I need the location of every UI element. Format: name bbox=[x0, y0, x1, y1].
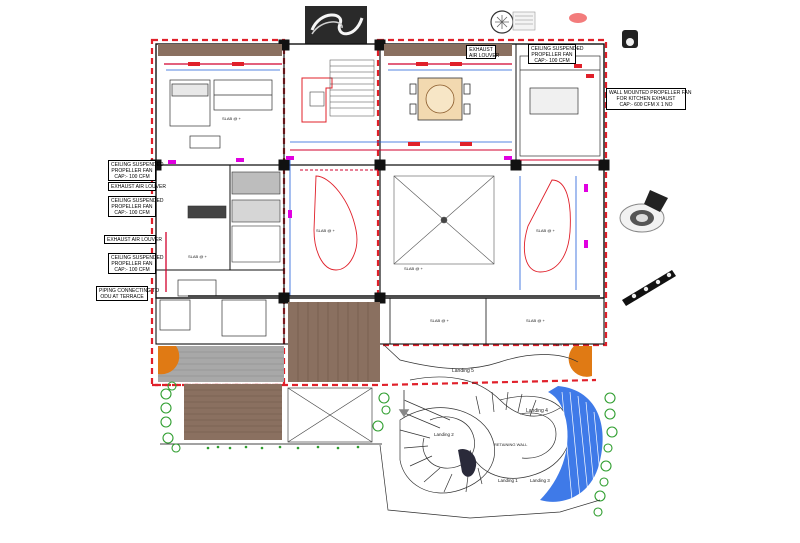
stair-dn-label: DN bbox=[556, 342, 562, 347]
callout-exhaust-louver-2: EXHAUST AIR LOUVER bbox=[104, 235, 162, 244]
landing-3-label: Landing 3 bbox=[530, 478, 550, 483]
room-level-tag: SLAB @ + bbox=[526, 318, 546, 323]
stair-core-dark bbox=[458, 448, 477, 477]
callout-ceiling-fan-top: CEILING SUSPENDED PROPELLER FAN CAP:- 10… bbox=[528, 44, 584, 64]
stair-labels: Landing 5 Landing 4 Landing 3 Landing 2 … bbox=[434, 342, 562, 483]
landing-5-label: Landing 5 bbox=[452, 368, 474, 374]
callout-line: CAP:- 100 CFM bbox=[114, 210, 150, 216]
room-level-tag: SLAB @ + bbox=[536, 228, 556, 233]
spotlight-thumbnail bbox=[619, 190, 668, 233]
callout-line: CAP:- 100 CFM bbox=[114, 267, 150, 273]
bedroom-lower-left bbox=[159, 279, 267, 337]
kitchen-room bbox=[519, 55, 601, 157]
dining-area bbox=[409, 77, 471, 121]
landing-4-label: Landing 4 bbox=[526, 408, 548, 414]
downlight-thumbnail bbox=[615, 28, 645, 54]
landing-1-label: Landing 1 bbox=[498, 478, 518, 483]
curved-planters bbox=[313, 175, 571, 273]
callout-line: EXHAUST bbox=[469, 47, 493, 53]
stair-dn-label: DN bbox=[462, 342, 468, 347]
callout-ceiling-fan-2: CEILING SUSPENDED PROPELLER FAN CAP:- 10… bbox=[108, 196, 164, 217]
callout-line: CEILING SUSPENDED bbox=[111, 198, 164, 204]
entry-doors bbox=[158, 346, 592, 377]
callout-line: CEILING SUSPENDED bbox=[111, 162, 164, 168]
bathroom-blocks bbox=[187, 171, 281, 263]
callout-line: CAP:- 100 CFM bbox=[114, 174, 150, 180]
callout-exhaust-louver-1: EXHAUST AIR LOUVER bbox=[108, 182, 166, 191]
courtyard-central bbox=[393, 175, 495, 265]
callout-line: PROPELLER FAN bbox=[111, 204, 153, 210]
landing-2-label: Landing 2 bbox=[434, 432, 454, 437]
callout-line: ODU AT TERRACE bbox=[100, 294, 144, 300]
linear-light-thumbnail bbox=[622, 270, 676, 306]
fan-logo-thumbnail bbox=[569, 13, 587, 23]
red-fan-markers bbox=[188, 62, 594, 146]
callout-line: CEILING SUSPENDED bbox=[111, 255, 164, 261]
callout-line: EXHAUST AIR LOUVER bbox=[107, 237, 162, 243]
spiral-staircase bbox=[379, 344, 601, 519]
stair-direction-arrow bbox=[398, 390, 410, 418]
callout-line: CEILING SUSPENDED bbox=[531, 46, 584, 52]
callout-line: PROPELLER FAN bbox=[111, 261, 153, 267]
garden-trees bbox=[160, 381, 618, 517]
pool bbox=[540, 386, 603, 502]
callout-line: PROPELLER FAN bbox=[531, 52, 573, 58]
callout-line: FOR KITCHEN EXHAUST bbox=[616, 96, 676, 102]
callout-ceiling-fan-1: CEILING SUSPENDED PROPELLER FAN CAP:- 10… bbox=[108, 160, 164, 181]
green-planter-dots bbox=[206, 445, 360, 450]
room-level-tag: SLAB @ + bbox=[404, 266, 424, 271]
room-level-tag: SLAB @ + bbox=[430, 318, 450, 323]
callout-exhaust-louver-top: EXHAUST AIR LOUVER bbox=[466, 45, 500, 59]
room-level-tag: SLAB @ + bbox=[188, 254, 208, 259]
callout-line: WALL MOUNTED PROPELLER FAN bbox=[609, 90, 692, 96]
bedroom-top-left bbox=[169, 79, 273, 149]
exhaust-fan-thumbnail bbox=[490, 10, 536, 34]
room-level-tags: SLAB @ + SLAB @ + SLAB @ + SLAB @ + SLAB… bbox=[188, 116, 556, 323]
terrace-outline bbox=[160, 387, 382, 445]
living-sofa bbox=[301, 77, 333, 123]
room-level-tag: SLAB @ + bbox=[316, 228, 336, 233]
callout-piping-odu: PIPING CONNECTING TO ODU AT TERRACE bbox=[96, 286, 160, 301]
callout-kitchen-exhaust-fan: WALL MOUNTED PROPELLER FAN FOR KITCHEN E… bbox=[606, 88, 692, 110]
wooden-deck-lower bbox=[158, 302, 380, 440]
hvac-duct-runs bbox=[164, 63, 600, 297]
callout-line: PROPELLER FAN bbox=[111, 168, 153, 174]
callout-line: EXHAUST AIR LOUVER bbox=[111, 184, 166, 190]
room-level-tag: SLAB @ + bbox=[222, 116, 242, 121]
led-strip-thumbnail bbox=[305, 6, 367, 44]
upper-deck-strips bbox=[158, 44, 512, 56]
callout-line: CAP:- 600 CFM X 1 NO bbox=[619, 102, 673, 108]
callout-ceiling-fan-3: CEILING SUSPENDED PROPELLER FAN CAP:- 10… bbox=[108, 253, 164, 274]
callout-line: PIPING CONNECTING TO bbox=[99, 288, 160, 294]
retaining-wall-label: RETAINING WALL bbox=[494, 442, 528, 447]
staircase-top bbox=[329, 59, 375, 117]
floor-plan-walls bbox=[150, 39, 610, 345]
callout-line: AIR LOUVER bbox=[469, 53, 500, 59]
callout-line: CAP:- 100 CFM bbox=[534, 58, 570, 64]
magenta-vrf-units bbox=[168, 156, 588, 248]
